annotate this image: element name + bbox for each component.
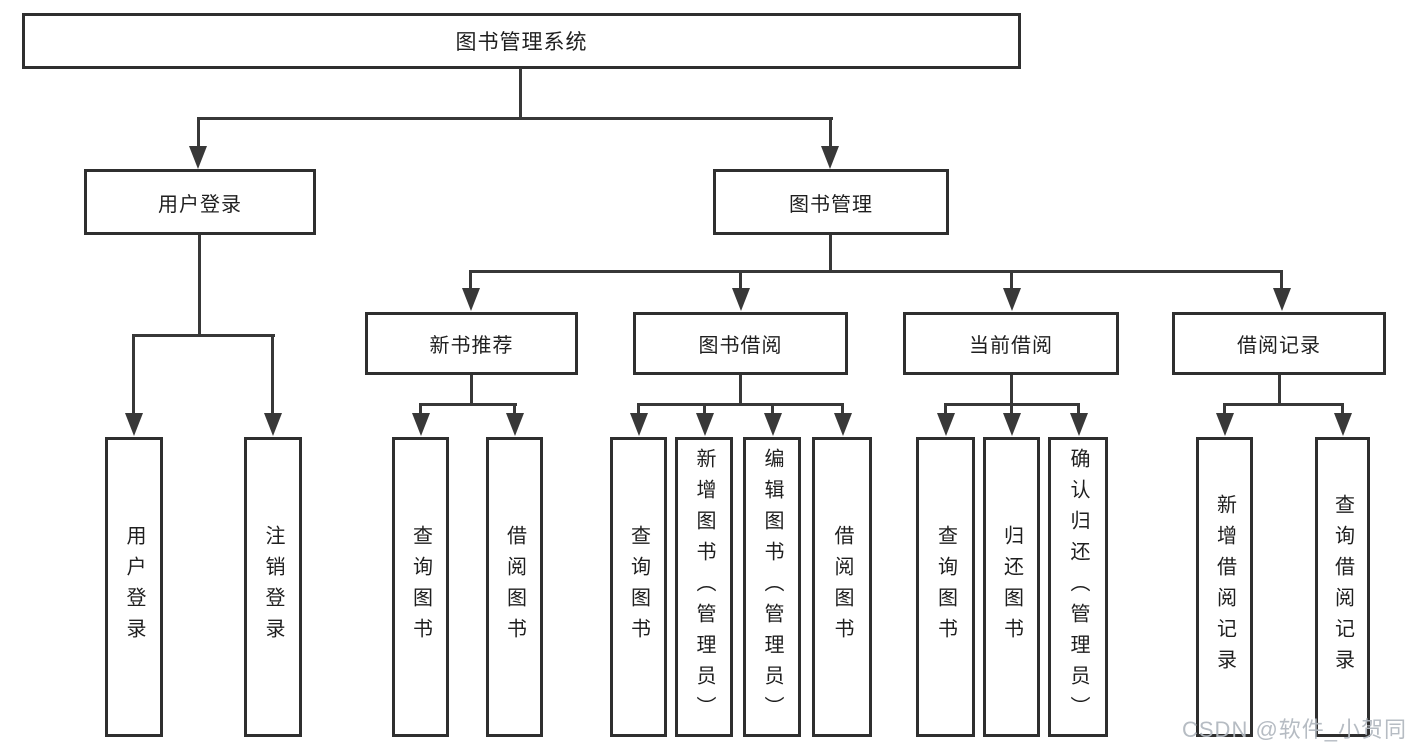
connector-line: [1223, 403, 1226, 417]
node-current-borrow: 当前借阅: [903, 312, 1119, 375]
arrowhead-icon: [732, 288, 750, 311]
connector-line: [1280, 270, 1283, 292]
node-root-label: 图书管理系统: [455, 31, 588, 54]
arrowhead-icon: [125, 413, 143, 436]
leaf-confirm-return-admin-label: 确认归还（管理员）: [1067, 447, 1089, 727]
leaf-borrow-books-2-label: 借阅图书: [831, 525, 853, 649]
connector-line: [132, 334, 135, 416]
arrowhead-icon: [1273, 288, 1291, 311]
arrowhead-icon: [412, 413, 430, 436]
connector-line: [419, 403, 517, 406]
connector-line: [419, 403, 422, 417]
node-new-book-recommend-label: 新书推荐: [429, 335, 514, 357]
arrowhead-icon: [1003, 413, 1021, 436]
leaf-query-books-1: 查询图书: [392, 437, 449, 737]
connector-line: [703, 403, 706, 417]
arrowhead-icon: [834, 413, 852, 436]
node-current-borrow-label: 当前借阅: [969, 335, 1053, 357]
arrowhead-icon: [1003, 288, 1021, 311]
leaf-logout: 注销登录: [244, 437, 302, 737]
leaf-query-books-3-label: 查询图书: [934, 525, 957, 649]
leaf-borrow-books-2: 借阅图书: [812, 437, 872, 737]
leaf-add-borrow-record: 新增借阅记录: [1196, 437, 1253, 737]
node-book-borrow: 图书借阅: [633, 312, 848, 375]
connector-line: [1223, 403, 1344, 406]
leaf-query-books-1-label: 查询图书: [409, 525, 432, 649]
node-book-borrow-label: 图书借阅: [698, 335, 783, 357]
leaf-user-login-label: 用户登录: [123, 525, 145, 649]
connector-line: [469, 270, 472, 292]
node-new-book-recommend: 新书推荐: [365, 312, 578, 375]
leaf-query-borrow-record-label: 查询借阅记录: [1331, 494, 1354, 680]
csdn-watermark: CSDN @软件_小贺同学: [1182, 717, 1405, 742]
connector-line: [771, 403, 774, 417]
connector-line: [198, 235, 201, 337]
connector-line: [470, 375, 473, 406]
connector-line: [829, 235, 832, 273]
connector-line: [829, 117, 832, 151]
node-user-login: 用户登录: [84, 169, 316, 235]
leaf-borrow-books-1-label: 借阅图书: [503, 525, 526, 649]
arrowhead-icon: [462, 288, 480, 311]
connector-line: [519, 68, 522, 120]
node-book-management-label: 图书管理: [789, 193, 873, 216]
connector-line: [1010, 375, 1013, 406]
connector-line: [739, 270, 742, 292]
arrowhead-icon: [189, 146, 207, 169]
leaf-edit-books-admin-label: 编辑图书（管理员）: [761, 447, 783, 727]
leaf-query-borrow-record: 查询借阅记录: [1315, 437, 1370, 737]
arrowhead-icon: [264, 413, 282, 436]
leaf-logout-label: 注销登录: [262, 525, 284, 649]
leaf-return-books: 归还图书: [983, 437, 1040, 737]
connector-line: [944, 403, 947, 417]
leaf-user-login: 用户登录: [105, 437, 163, 737]
leaf-return-books-label: 归还图书: [1000, 525, 1023, 649]
connector-line: [739, 375, 742, 406]
connector-line: [271, 334, 274, 416]
leaf-edit-books-admin: 编辑图书（管理员）: [743, 437, 801, 737]
connector-line: [841, 403, 844, 417]
leaf-add-books-admin: 新增图书（管理员）: [675, 437, 733, 737]
arrowhead-icon: [696, 413, 714, 436]
leaf-add-books-admin-label: 新增图书（管理员）: [693, 447, 715, 727]
leaf-confirm-return-admin: 确认归还（管理员）: [1048, 437, 1108, 737]
connector-line: [197, 117, 200, 151]
arrowhead-icon: [1334, 413, 1352, 436]
arrowhead-icon: [1216, 413, 1234, 436]
arrowhead-icon: [1070, 413, 1088, 436]
connector-line: [1341, 403, 1344, 417]
leaf-query-books-2-label: 查询图书: [627, 525, 650, 649]
node-user-login-label: 用户登录: [158, 193, 242, 216]
leaf-add-borrow-record-label: 新增借阅记录: [1213, 494, 1236, 680]
arrowhead-icon: [506, 413, 524, 436]
arrowhead-icon: [630, 413, 648, 436]
connector-line: [1010, 403, 1013, 417]
connector-line: [1278, 375, 1281, 406]
connector-line: [197, 117, 833, 120]
arrowhead-icon: [937, 413, 955, 436]
leaf-query-books-2: 查询图书: [610, 437, 667, 737]
leaf-query-books-3: 查询图书: [916, 437, 975, 737]
connector-line: [513, 403, 516, 417]
node-borrow-records: 借阅记录: [1172, 312, 1386, 375]
connector-line: [637, 403, 844, 406]
arrowhead-icon: [764, 413, 782, 436]
connector-line: [637, 403, 640, 417]
node-borrow-records-label: 借阅记录: [1237, 335, 1321, 357]
connector-line: [469, 270, 1283, 273]
node-book-management: 图书管理: [713, 169, 949, 235]
connector-line: [132, 334, 275, 337]
arrowhead-icon: [821, 146, 839, 169]
connector-line: [1010, 270, 1013, 292]
leaf-borrow-books-1: 借阅图书: [486, 437, 543, 737]
node-root: 图书管理系统: [22, 13, 1021, 69]
connector-line: [1077, 403, 1080, 417]
